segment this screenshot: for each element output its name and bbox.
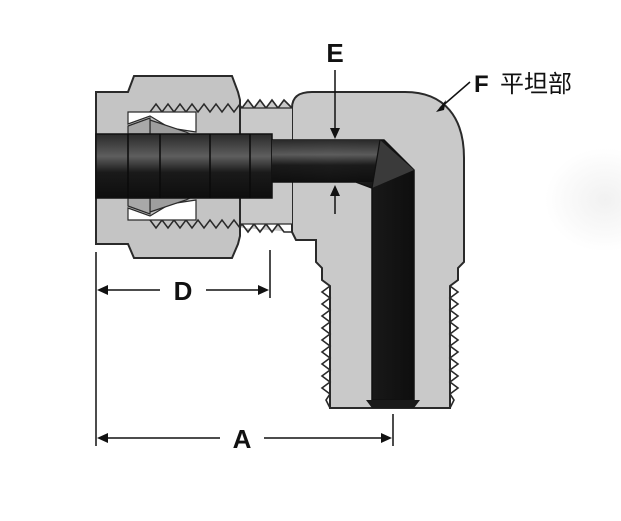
elbow-thread-right <box>448 285 460 409</box>
tube-horizontal <box>95 133 273 199</box>
nut-thread-bottom <box>149 218 241 230</box>
bore-elbow-corner <box>372 140 414 188</box>
dim-f-arrow <box>436 100 446 112</box>
dim-label-f-text: 平坦部 <box>500 70 572 98</box>
bore-miter-line <box>371 139 381 189</box>
dim-label-a: A <box>233 424 252 454</box>
dim-a-arrow-left <box>97 433 108 443</box>
dim-d-arrow-left <box>97 285 108 295</box>
dim-e-lower-arrow <box>330 185 340 196</box>
dim-label-e: E <box>326 38 343 68</box>
bore-horizontal-highlight <box>272 140 380 182</box>
dim-a-arrow-right <box>381 433 392 443</box>
dim-label-d: D <box>174 276 193 306</box>
dim-e-upper-arrow <box>330 128 340 139</box>
dim-label-f: F <box>474 71 489 98</box>
elbow-thread-left <box>320 285 332 409</box>
bore-bottom-exit <box>366 400 420 408</box>
dim-d-arrow-right <box>258 285 269 295</box>
background-ghost-shape <box>545 148 621 252</box>
nut-thread-top <box>149 102 241 114</box>
